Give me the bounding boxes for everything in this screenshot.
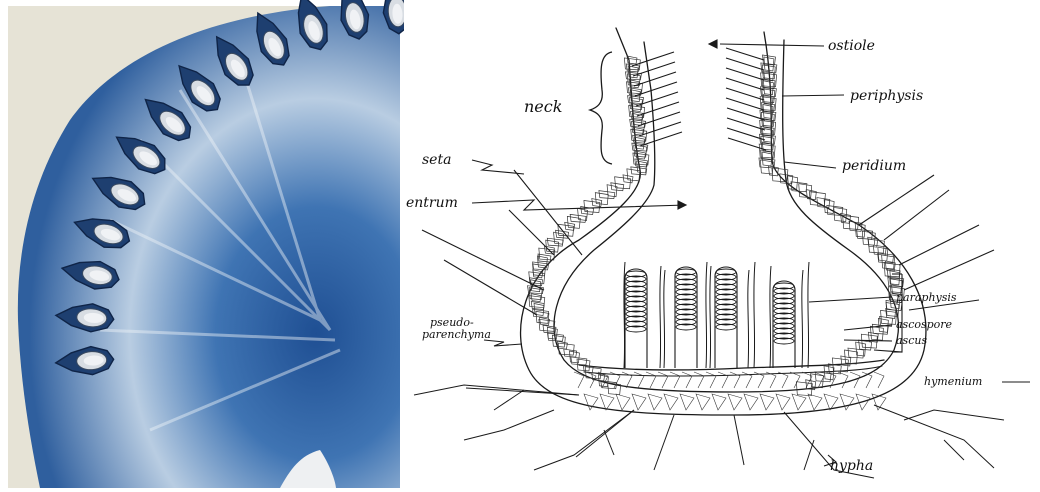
label-ostiole: ostiole [828,38,875,54]
label-paraphysis: paraphysis [896,291,957,304]
label-ascospore: ascospore [896,318,953,331]
label-hypha: hypha [830,458,873,474]
label-periphysis: periphysis [850,88,923,104]
label-seta: seta [422,152,451,168]
label-parenchyma: parenchyma [422,328,491,341]
label-peridium: peridium [842,158,906,174]
micrograph-panel [0,0,404,492]
label-ascus: ascus [896,334,927,347]
label-centrum: entrum [406,195,458,211]
label-hymenium: hymenium [924,375,982,388]
label-neck: neck [524,97,562,116]
ascocarp-diagram: ostiole neck periphysis seta peridium en… [404,0,1040,492]
